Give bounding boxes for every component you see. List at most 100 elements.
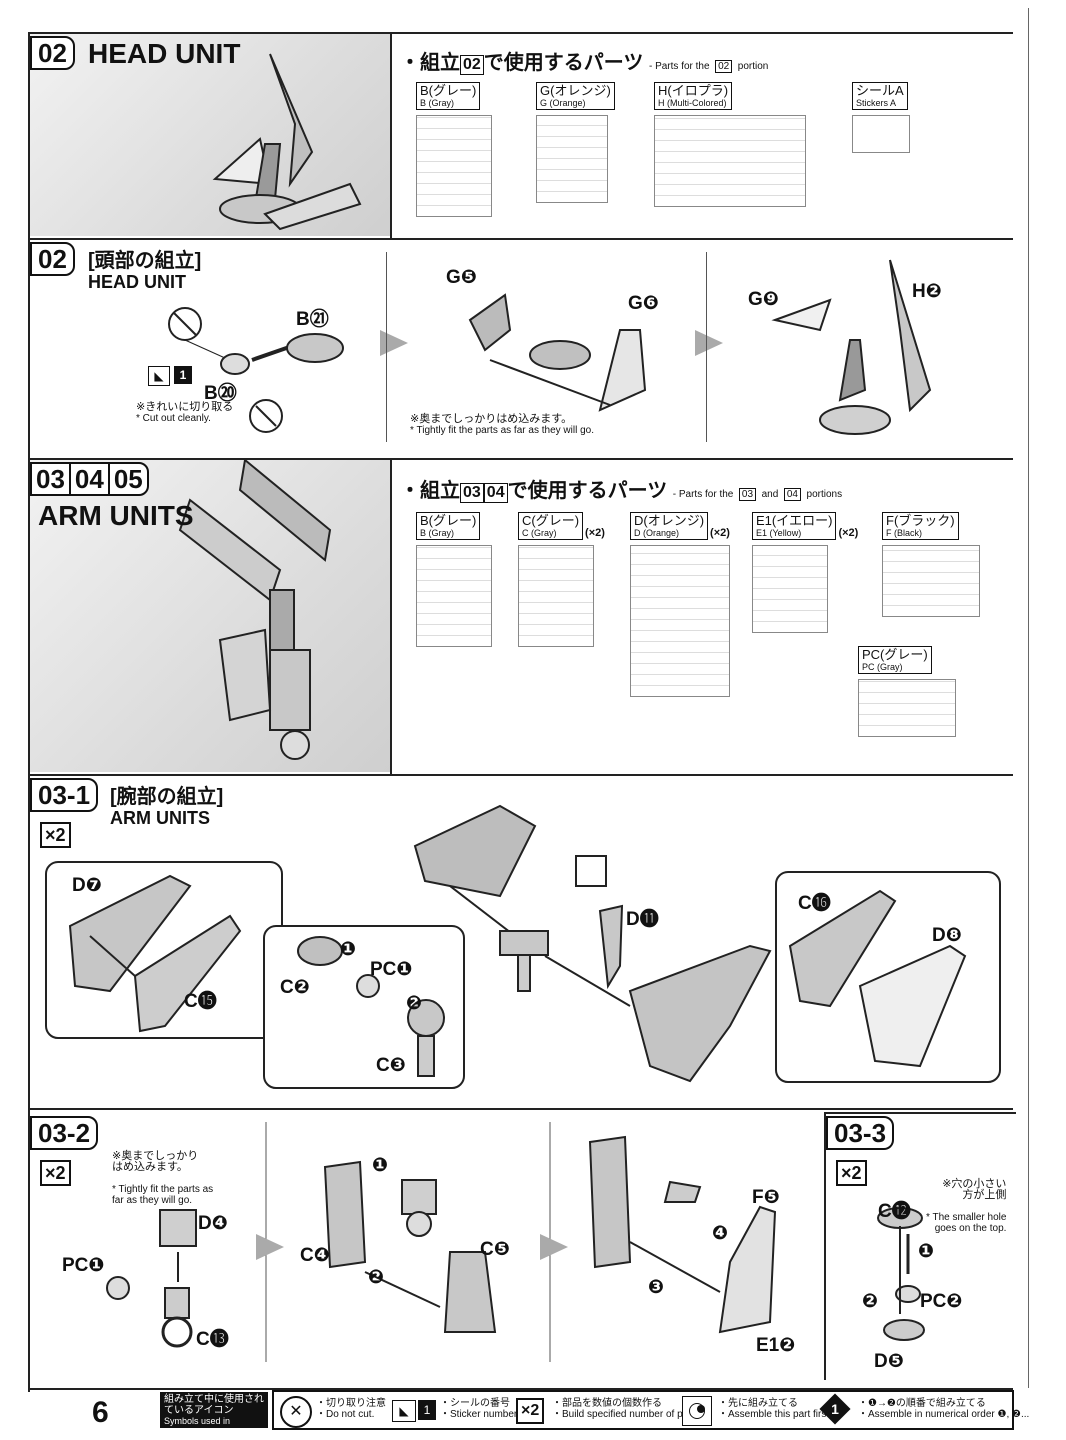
part-d7: D❼ xyxy=(72,875,102,896)
assemble-first-icon xyxy=(682,1396,712,1426)
part-c16: C⓰ xyxy=(798,893,831,914)
head-unit-title: HEAD UNIT xyxy=(88,38,241,69)
banner-divider-2 xyxy=(390,460,392,774)
order-1-03-2: ❶ xyxy=(372,1155,389,1176)
head-assembly-title-en: HEAD UNIT xyxy=(88,272,186,292)
runner-pc: PC(グレー)PC (Gray) xyxy=(858,646,956,737)
order-2-03-1: ❷ xyxy=(406,993,423,1014)
part-c13: C⓭ xyxy=(196,1329,229,1350)
arm-assembly-title-en: ARM UNITS xyxy=(110,808,210,828)
sticker-number-icon: ◣ xyxy=(392,1400,416,1422)
sticker-number: 1 xyxy=(174,366,192,384)
sticker-number-badge: 1 xyxy=(418,1400,436,1420)
runner-g: G(オレンジ)G (Orange) xyxy=(536,82,615,203)
part-f5: F❺ xyxy=(752,1187,780,1208)
runner-f: F(ブラック)F (Black) xyxy=(882,512,980,617)
head-divider-b xyxy=(706,252,707,442)
part-g9: G❾ xyxy=(748,289,779,310)
part-c3: C❸ xyxy=(376,1055,406,1076)
rule-below-head-banner xyxy=(28,238,1013,240)
x2-icon-03-1: ×2 xyxy=(40,822,71,848)
footer-numerical-order: ・❶→❷の順番で組み立てる・Assemble in numerical orde… xyxy=(858,1398,1030,1420)
part-c4: C❹ xyxy=(300,1245,330,1266)
arm-units-banner xyxy=(30,460,390,772)
footer-icons-legend: 組み立て中に使用されているアイコン Symbols used in instru… xyxy=(160,1392,268,1437)
head-assembly-diagram xyxy=(168,259,932,435)
step-03-2-badge: 03-2 xyxy=(30,1116,99,1150)
rule-above-03-2 xyxy=(28,1108,1013,1110)
runner-d: D(オレンジ)D (Orange)(×2) xyxy=(630,512,730,697)
footer-do-not-cut: ・切り取り注意・Do not cut. xyxy=(316,1398,386,1420)
fit-tightly-note-03-2: ※奥までしっかり はめ込みます。 * Tightly fit the parts… xyxy=(112,1150,214,1207)
part-c2: C❷ xyxy=(280,977,310,998)
part-b21: B㉑ xyxy=(296,309,329,330)
part-d5: D❺ xyxy=(874,1351,904,1372)
part-h2: H❷ xyxy=(912,281,942,302)
x2-icon-03-2: ×2 xyxy=(40,1160,71,1186)
runner-b: B(グレー)B (Gray) xyxy=(416,82,492,217)
part-e1-2: E1❷ xyxy=(756,1335,796,1356)
part-pc2: PC❷ xyxy=(920,1291,963,1312)
part-pc1-03-2: PC❶ xyxy=(62,1255,105,1276)
head-divider-a xyxy=(386,252,387,442)
footer-sticker-number: ・シールの番号・Sticker number xyxy=(440,1398,518,1420)
part-d4: D❹ xyxy=(198,1213,228,1234)
head-unit-banner xyxy=(30,34,390,236)
order-1-03-3: ❶ xyxy=(918,1241,935,1262)
cut-cleanly-note: ※きれいに切り取る * Cut out cleanly. xyxy=(136,401,234,425)
order-4-03-2: ❹ xyxy=(712,1223,729,1244)
rule-below-arm-banner xyxy=(28,774,1013,776)
order-1-03-1: ❶ xyxy=(340,939,357,960)
do-not-cut-icon: ✕ xyxy=(280,1396,312,1428)
part-pc1: PC❶ xyxy=(370,959,413,980)
page-number: 6 xyxy=(92,1396,109,1429)
step-03-1-badge: 03-1 xyxy=(30,778,99,812)
order-2-03-3: ❷ xyxy=(862,1291,879,1312)
runner-e1: E1(イエロー)E1 (Yellow)(×2) xyxy=(752,512,858,633)
footer-assemble-first: ・先に組み立てる・Assemble this part first. xyxy=(718,1398,832,1420)
arm-units-banner-title: ARM UNITS xyxy=(38,500,194,531)
part-b20: B⑳ xyxy=(204,383,237,404)
multiply-icon: ×2 xyxy=(516,1398,545,1424)
part-c12: C⓬ xyxy=(878,1201,911,1222)
smaller-hole-note: ※穴の小さい 方が上側 * The smaller hole goes on t… xyxy=(926,1178,1007,1235)
footer-multiply: ・部品を数値の個数作る・Build specified number of pa… xyxy=(552,1398,703,1420)
runner-h: H(イロプラ)H (Multi-Colored) xyxy=(654,82,806,207)
banner-divider-1 xyxy=(390,34,392,238)
arm-03-3-diagram xyxy=(877,1207,925,1341)
part-d8: D❽ xyxy=(932,925,962,946)
step-03-3-panel xyxy=(824,1112,1016,1380)
part-c15: C⓯ xyxy=(184,991,217,1012)
footer-bar xyxy=(272,1390,1014,1430)
rule-above-arm-banner xyxy=(28,458,1013,460)
runner-b-arm: B(グレー)B (Gray) xyxy=(416,512,492,647)
footer-rule xyxy=(28,1388,1013,1390)
order-3-03-2: ❸ xyxy=(648,1277,665,1298)
sticker-icon: ◣ xyxy=(148,366,170,386)
part-g6: G❻ xyxy=(628,293,659,314)
numerical-order-icon: 1 xyxy=(819,1393,852,1426)
arm-units-illustration xyxy=(178,460,332,760)
order-2-03-2: ❷ xyxy=(368,1267,385,1288)
part-g5: G❺ xyxy=(446,267,477,288)
top-rule xyxy=(28,32,1013,34)
part-c5: C❺ xyxy=(480,1239,510,1260)
x2-icon-03-3: ×2 xyxy=(836,1160,867,1186)
head-assembly-title-jp: [頭部の組立] xyxy=(88,250,202,272)
step-03-3-badge: 03-3 xyxy=(826,1116,895,1150)
step-02-badge: 02 xyxy=(30,36,75,70)
part-d11: D⓫ xyxy=(626,909,659,930)
fit-tightly-note: ※奥までしっかりはめ込みます。 * Tightly fit the parts … xyxy=(410,413,594,437)
runner-c: C(グレー)C (Gray)(×2) xyxy=(518,512,605,647)
step-02-assembly-badge: 02 xyxy=(30,242,75,276)
arm-03-1-diagram xyxy=(45,804,1001,1089)
right-edge-rule xyxy=(1028,8,1029,1388)
head-unit-illustration xyxy=(212,53,362,231)
left-rule xyxy=(28,32,30,1392)
arm-03-2-diagram xyxy=(106,1122,777,1362)
arm-assembly-title-jp: [腕部の組立] xyxy=(110,786,224,808)
